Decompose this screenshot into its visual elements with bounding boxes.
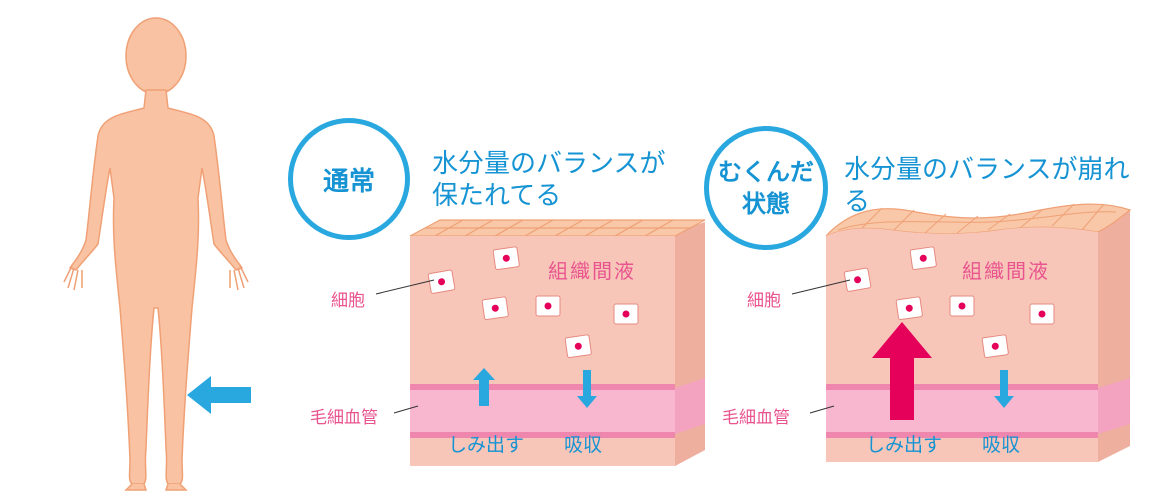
normal-tissue-label: 組織間液 bbox=[548, 259, 636, 283]
cell-icon bbox=[843, 246, 1055, 359]
swollen-state-badge: むくんだ 状態 bbox=[704, 126, 828, 250]
swollen-leader-lines bbox=[791, 279, 851, 414]
normal-out-label: しみ出す bbox=[448, 434, 525, 456]
swollen-tissue-block bbox=[825, 203, 1132, 462]
down-arrow-icon bbox=[994, 370, 1014, 408]
normal-heading: 水分量のバランスが 保たれてる bbox=[432, 149, 666, 211]
normal-capillary-label: 毛細血管 bbox=[310, 408, 378, 428]
normal-absorb-label: 吸収 bbox=[564, 434, 603, 456]
up-arrow-icon bbox=[473, 368, 495, 406]
swollen-capillary-label: 毛細血管 bbox=[722, 408, 790, 428]
normal-state-badge: 通常 bbox=[288, 118, 410, 240]
swollen-absorb-label: 吸収 bbox=[982, 434, 1021, 456]
large-up-arrow-icon bbox=[872, 322, 932, 420]
swollen-tissue-label: 組織間液 bbox=[962, 259, 1050, 283]
normal-tissue-block bbox=[409, 219, 706, 466]
swollen-cell-label: 細胞 bbox=[747, 291, 781, 311]
left-arrow-icon bbox=[187, 376, 251, 414]
down-arrow-icon bbox=[577, 370, 597, 408]
swollen-out-label: しみ出す bbox=[866, 434, 943, 456]
normal-cell-label: 細胞 bbox=[331, 291, 365, 311]
cell-icon bbox=[427, 246, 639, 359]
swollen-heading: 水分量のバランスが崩れる bbox=[844, 155, 1130, 217]
human-figure-icon bbox=[63, 17, 249, 491]
normal-leader-lines bbox=[375, 279, 435, 414]
